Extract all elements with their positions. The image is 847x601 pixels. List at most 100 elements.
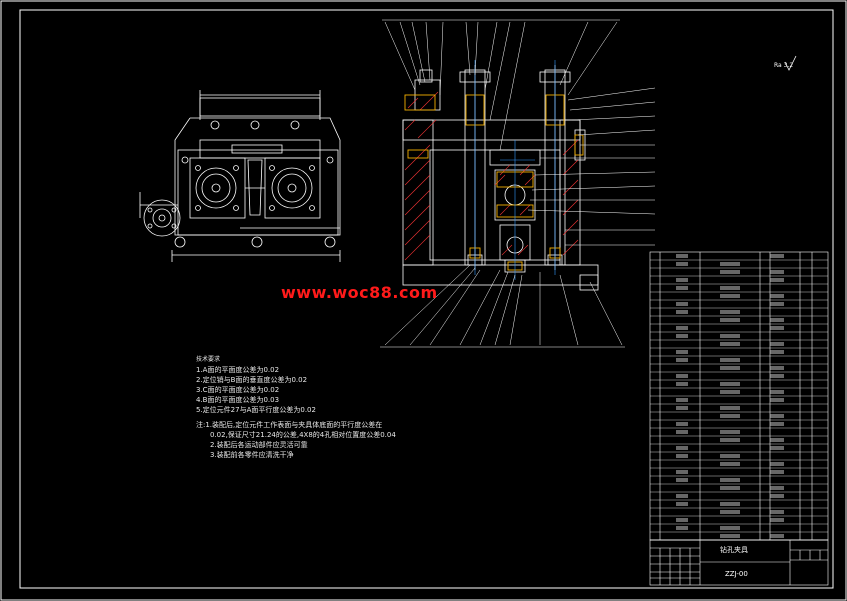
section-centerlines (474, 60, 556, 280)
tech-req-title: 技术要求 (196, 356, 221, 363)
leader-lines-right (527, 87, 656, 246)
parts-cell-mark (770, 438, 784, 442)
parts-cell-mark (770, 390, 784, 394)
parts-cell-mark (720, 510, 740, 514)
parts-cell-mark (676, 398, 688, 402)
assembly-notes: 注:1.装配后,定位元件工作表面与夹具体底面的平行度公差在 0.02,保证尺寸2… (196, 420, 396, 460)
parts-cell-mark (720, 534, 740, 538)
watermark-text: www.woc88.com (281, 283, 438, 302)
parts-cell-mark (676, 334, 688, 338)
parts-cell-mark (676, 430, 688, 434)
parts-cell-mark (720, 478, 740, 482)
parts-cell-mark (676, 254, 688, 258)
parts-cell-mark (770, 326, 784, 330)
parts-cell-mark (770, 302, 784, 306)
parts-cell-mark (676, 326, 688, 330)
parts-cell-mark (720, 390, 740, 394)
inner-frame (19, 9, 834, 589)
parts-cell-mark (720, 286, 740, 290)
leader-lines-top (384, 21, 618, 151)
parts-cell-mark (676, 454, 688, 458)
parts-cell-mark (720, 526, 740, 530)
top-view (139, 90, 341, 262)
title-block-drawing-no: ZZJ-00 (725, 570, 748, 578)
parts-cell-mark (676, 286, 688, 290)
roughness-symbol (784, 55, 797, 71)
parts-cell-mark (676, 262, 688, 266)
parts-cell-mark (770, 374, 784, 378)
parts-cell-mark (770, 462, 784, 466)
parts-list-row-text (676, 254, 784, 538)
parts-cell-mark (676, 422, 688, 426)
assembly-note-1: 注:1.装配后,定位元件工作表面与夹具体底面的平行度公差在 (196, 421, 383, 429)
parts-cell-mark (720, 342, 740, 346)
parts-cell-mark (770, 350, 784, 354)
parts-cell-mark (770, 294, 784, 298)
roughness-label: Ra 3.2 (774, 62, 794, 69)
balloon-ticks (380, 19, 625, 348)
parts-cell-mark (720, 366, 740, 370)
tech-req-item-4: 4.B面的平面度公差为0.03 (196, 396, 280, 404)
section-view (402, 65, 599, 291)
section-highlights (404, 94, 584, 271)
parts-cell-mark (676, 310, 688, 314)
parts-cell-mark (676, 278, 688, 282)
parts-cell-mark (770, 318, 784, 322)
tech-req-item-3: 3.C面的平面度公差为0.02 (196, 386, 280, 394)
parts-cell-mark (770, 518, 784, 522)
parts-cell-mark (720, 382, 740, 386)
technical-requirements: 技术要求 1.A面的平面度公差为0.02 2.定位销与B面的垂直度公差为0.02… (196, 355, 316, 415)
parts-cell-mark (676, 350, 688, 354)
parts-cell-mark (676, 518, 688, 522)
parts-cell-mark (676, 502, 688, 506)
parts-cell-mark (720, 270, 740, 274)
parts-cell-mark (720, 438, 740, 442)
parts-cell-mark (676, 358, 688, 362)
section-hatching (404, 91, 579, 261)
parts-cell-mark (720, 358, 740, 362)
assembly-note-1b: 0.02,保证尺寸21.24的公差,4X8的4孔相对位置度公差0.04 (210, 431, 396, 439)
tech-req-item-2: 2.定位销与B面的垂直度公差为0.02 (196, 376, 308, 384)
parts-cell-mark (770, 510, 784, 514)
leader-lines-bottom (384, 264, 623, 346)
parts-cell-mark (720, 318, 740, 322)
parts-cell-mark (770, 414, 784, 418)
parts-cell-mark (770, 486, 784, 490)
parts-cell-mark (720, 486, 740, 490)
parts-cell-mark (676, 382, 688, 386)
parts-cell-mark (770, 494, 784, 498)
parts-cell-mark (676, 470, 688, 474)
parts-cell-mark (720, 406, 740, 410)
parts-cell-mark (720, 502, 740, 506)
tech-req-item-1: 1.A面的平面度公差为0.02 (196, 366, 280, 374)
parts-cell-mark (770, 446, 784, 450)
parts-cell-mark (770, 342, 784, 346)
parts-list-rows (650, 259, 828, 533)
parts-cell-mark (720, 334, 740, 338)
parts-cell-mark (676, 526, 688, 530)
parts-cell-mark (770, 270, 784, 274)
parts-cell-mark (676, 446, 688, 450)
parts-cell-mark (720, 430, 740, 434)
parts-cell-mark (770, 366, 784, 370)
parts-cell-mark (770, 398, 784, 402)
parts-cell-mark (720, 414, 740, 418)
parts-cell-mark (770, 422, 784, 426)
parts-cell-mark (720, 462, 740, 466)
parts-cell-mark (720, 454, 740, 458)
assembly-note-2: 2.装配后各运动部件应灵活可靠 (210, 441, 308, 449)
parts-cell-mark (720, 262, 740, 266)
parts-cell-mark (770, 470, 784, 474)
parts-cell-mark (676, 494, 688, 498)
tech-req-item-5: 5.定位元件27与A面平行度公差为0.02 (196, 406, 316, 414)
assembly-note-3: 3.装配前各零件应清洗干净 (210, 451, 294, 459)
parts-cell-mark (770, 254, 784, 258)
parts-cell-mark (720, 294, 740, 298)
title-block-name: 钻孔夹具 (720, 546, 748, 554)
parts-cell-mark (676, 478, 688, 482)
parts-cell-mark (720, 310, 740, 314)
parts-cell-mark (676, 302, 688, 306)
parts-cell-mark (770, 534, 784, 538)
